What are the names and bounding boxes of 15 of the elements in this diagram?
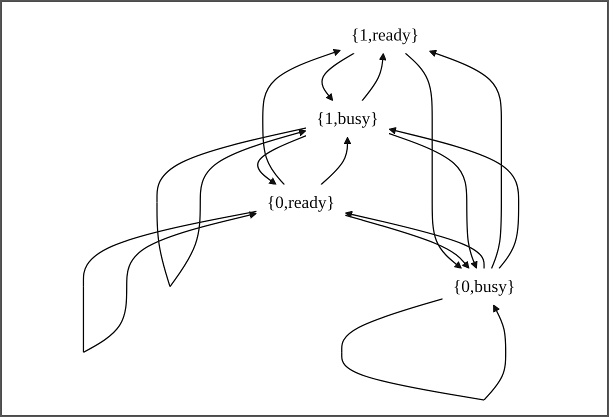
arrow	[82, 210, 257, 353]
arrow	[388, 132, 478, 269]
arrow	[428, 50, 502, 269]
arrow	[321, 52, 354, 102]
arrow	[320, 136, 352, 186]
arrow	[344, 210, 485, 268]
arrow	[341, 298, 506, 401]
state-label: {1,busy}	[306, 100, 389, 138]
arrow	[156, 127, 306, 287]
arrow	[345, 214, 470, 269]
arrow	[257, 135, 306, 185]
arrow	[362, 52, 386, 102]
arrow	[262, 48, 341, 186]
arrow	[388, 127, 520, 269]
arrow	[404, 52, 462, 269]
